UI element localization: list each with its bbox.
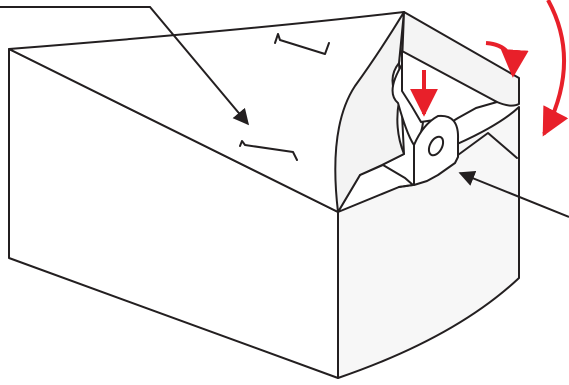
curved-arrow-icon [544, 0, 564, 134]
